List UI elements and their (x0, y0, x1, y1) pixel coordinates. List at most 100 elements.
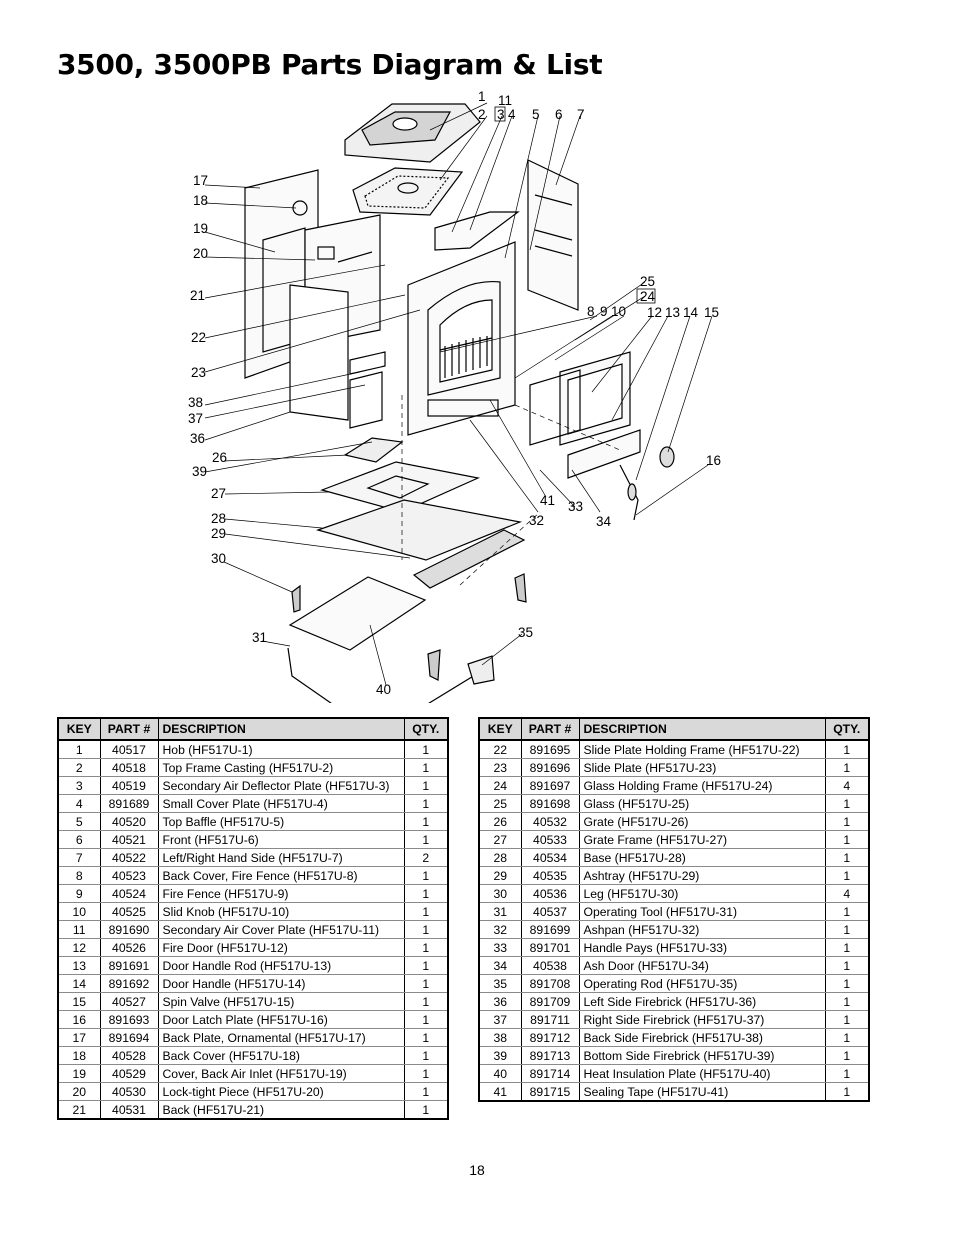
callout-19: 19 (193, 221, 208, 236)
cell-qty: 1 (824, 1010, 870, 1029)
cell-qty: 1 (403, 1064, 449, 1083)
cell-qty: 1 (824, 830, 870, 849)
callout-33: 33 (568, 499, 583, 514)
cell-description: Back (HF517U-21) (157, 1100, 405, 1120)
header-key: KEY (57, 717, 101, 741)
cell-qty: 1 (403, 902, 449, 921)
cell-part-number: 891709 (520, 992, 580, 1011)
cell-qty: 1 (403, 830, 449, 849)
callout-10: 10 (611, 304, 626, 319)
cell-part-number: 891691 (99, 956, 159, 975)
cell-part-number: 40531 (99, 1100, 159, 1120)
cell-qty: 1 (403, 884, 449, 903)
cell-part-number: 40526 (99, 938, 159, 957)
cell-key: 7 (57, 848, 101, 867)
callout-5: 5 (532, 107, 540, 122)
cell-description: Left Side Firebrick (HF517U-36) (578, 992, 826, 1011)
callout-28: 28 (211, 511, 226, 526)
cell-description: Top Frame Casting (HF517U-2) (157, 758, 405, 777)
cell-key: 11 (57, 920, 101, 939)
cell-description: Bottom Side Firebrick (HF517U-39) (578, 1046, 826, 1065)
cell-qty: 1 (403, 866, 449, 885)
cell-qty: 2 (403, 848, 449, 867)
cell-description: Lock-tight Piece (HF517U-20) (157, 1082, 405, 1101)
cell-key: 20 (57, 1082, 101, 1101)
cell-description: Door Handle (HF517U-14) (157, 974, 405, 993)
cell-part-number: 891714 (520, 1064, 580, 1083)
cell-description: Back Side Firebrick (HF517U-38) (578, 1028, 826, 1047)
cell-key: 6 (57, 830, 101, 849)
callout-21: 21 (190, 288, 205, 303)
cell-key: 36 (478, 992, 522, 1011)
cell-part-number: 40517 (99, 740, 159, 759)
cell-description: Back Cover, Fire Fence (HF517U-8) (157, 866, 405, 885)
callout-11: 11 (498, 93, 512, 108)
callout-34: 34 (596, 514, 612, 529)
cell-part-number: 40529 (99, 1064, 159, 1083)
header-description: DESCRIPTION (578, 717, 826, 741)
cell-qty: 1 (824, 1046, 870, 1065)
cell-qty: 1 (403, 992, 449, 1011)
cell-part-number: 40522 (99, 848, 159, 867)
cell-key: 39 (478, 1046, 522, 1065)
cell-part-number: 40534 (520, 848, 580, 867)
cell-description: Slide Plate Holding Frame (HF517U-22) (578, 740, 826, 759)
callout-23: 23 (191, 365, 206, 380)
cell-part-number: 891699 (520, 920, 580, 939)
cell-qty: 1 (824, 1082, 870, 1102)
cell-qty: 1 (824, 1064, 870, 1083)
cell-key: 8 (57, 866, 101, 885)
header-qty: QTY. (824, 717, 870, 741)
cell-description: Leg (HF517U-30) (578, 884, 826, 903)
cell-description: Ash Door (HF517U-34) (578, 956, 826, 975)
cell-description: Ashpan (HF517U-32) (578, 920, 826, 939)
cell-qty: 1 (403, 956, 449, 975)
callout-1: 1 (478, 89, 486, 104)
header-qty: QTY. (403, 717, 449, 741)
cell-description: Back Cover (HF517U-18) (157, 1046, 405, 1065)
callout-14: 14 (683, 305, 699, 320)
cell-part-number: 40525 (99, 902, 159, 921)
cell-key: 5 (57, 812, 101, 831)
cell-description: Operating Tool (HF517U-31) (578, 902, 826, 921)
cell-part-number: 891711 (520, 1010, 580, 1029)
cell-qty: 1 (403, 938, 449, 957)
cell-qty: 1 (403, 758, 449, 777)
header-part: PART # (520, 717, 580, 741)
cell-description: Base (HF517U-28) (578, 848, 826, 867)
cell-qty: 1 (824, 956, 870, 975)
callout-17: 17 (193, 173, 208, 188)
cell-part-number: 891701 (520, 938, 580, 957)
cell-description: Left/Right Hand Side (HF517U-7) (157, 848, 405, 867)
cell-key: 25 (478, 794, 522, 813)
callout-8: 8 (587, 304, 595, 319)
cell-key: 15 (57, 992, 101, 1011)
cell-part-number: 40538 (520, 956, 580, 975)
cell-description: Cover, Back Air Inlet (HF517U-19) (157, 1064, 405, 1083)
cell-key: 17 (57, 1028, 101, 1047)
cell-part-number: 891694 (99, 1028, 159, 1047)
cell-key: 1 (57, 740, 101, 759)
cell-qty: 1 (403, 920, 449, 939)
cell-qty: 1 (403, 1082, 449, 1101)
cell-part-number: 40536 (520, 884, 580, 903)
cell-description: Glass (HF517U-25) (578, 794, 826, 813)
